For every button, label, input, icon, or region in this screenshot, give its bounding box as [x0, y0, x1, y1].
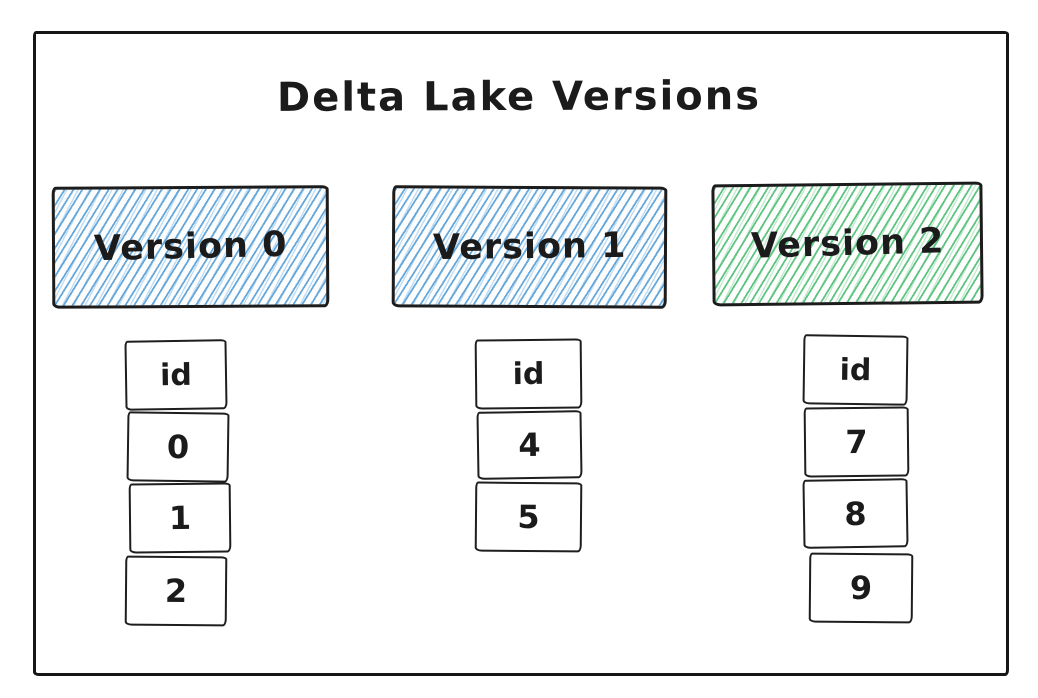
version-0-row-2-value: 2	[164, 571, 188, 611]
version-2-row-0-value: 7	[845, 422, 868, 462]
version-1-id-header-cell: id	[474, 338, 583, 410]
version-2-row-cell: 9	[808, 552, 914, 624]
version-0-label: Version 0	[93, 224, 288, 270]
version-1-row-cell: 4	[476, 410, 583, 480]
version-2-id-header-text: id	[839, 352, 872, 388]
version-0-row-cell: 0	[126, 411, 230, 483]
version-0-row-cell: 2	[124, 555, 228, 627]
version-0-row-cell: 1	[128, 482, 232, 554]
version-0-row-0-value: 0	[166, 427, 190, 467]
version-2-label: Version 2	[750, 221, 945, 267]
version-2-row-cell: 7	[803, 406, 910, 478]
version-2-row-2-value: 9	[849, 568, 873, 608]
diagram-title: Delta Lake Versions	[276, 73, 762, 121]
version-0-id-header-text: id	[159, 357, 193, 393]
version-0-box: Version 0	[51, 185, 330, 309]
version-1-row-1-value: 5	[517, 497, 540, 537]
version-2-row-1-value: 8	[844, 494, 867, 533]
version-0-row-1-value: 1	[168, 498, 192, 538]
diagram-frame	[33, 31, 1009, 676]
version-2-row-cell: 8	[802, 478, 909, 549]
version-1-box: Version 1	[391, 185, 668, 309]
version-1-row-cell: 5	[474, 481, 583, 553]
version-0-id-header-cell: id	[124, 339, 228, 411]
version-2-id-header-cell: id	[802, 334, 909, 406]
version-2-box: Version 2	[711, 181, 984, 307]
version-1-label: Version 1	[432, 225, 627, 269]
version-1-id-header-text: id	[512, 356, 545, 392]
version-1-row-0-value: 4	[518, 425, 541, 465]
